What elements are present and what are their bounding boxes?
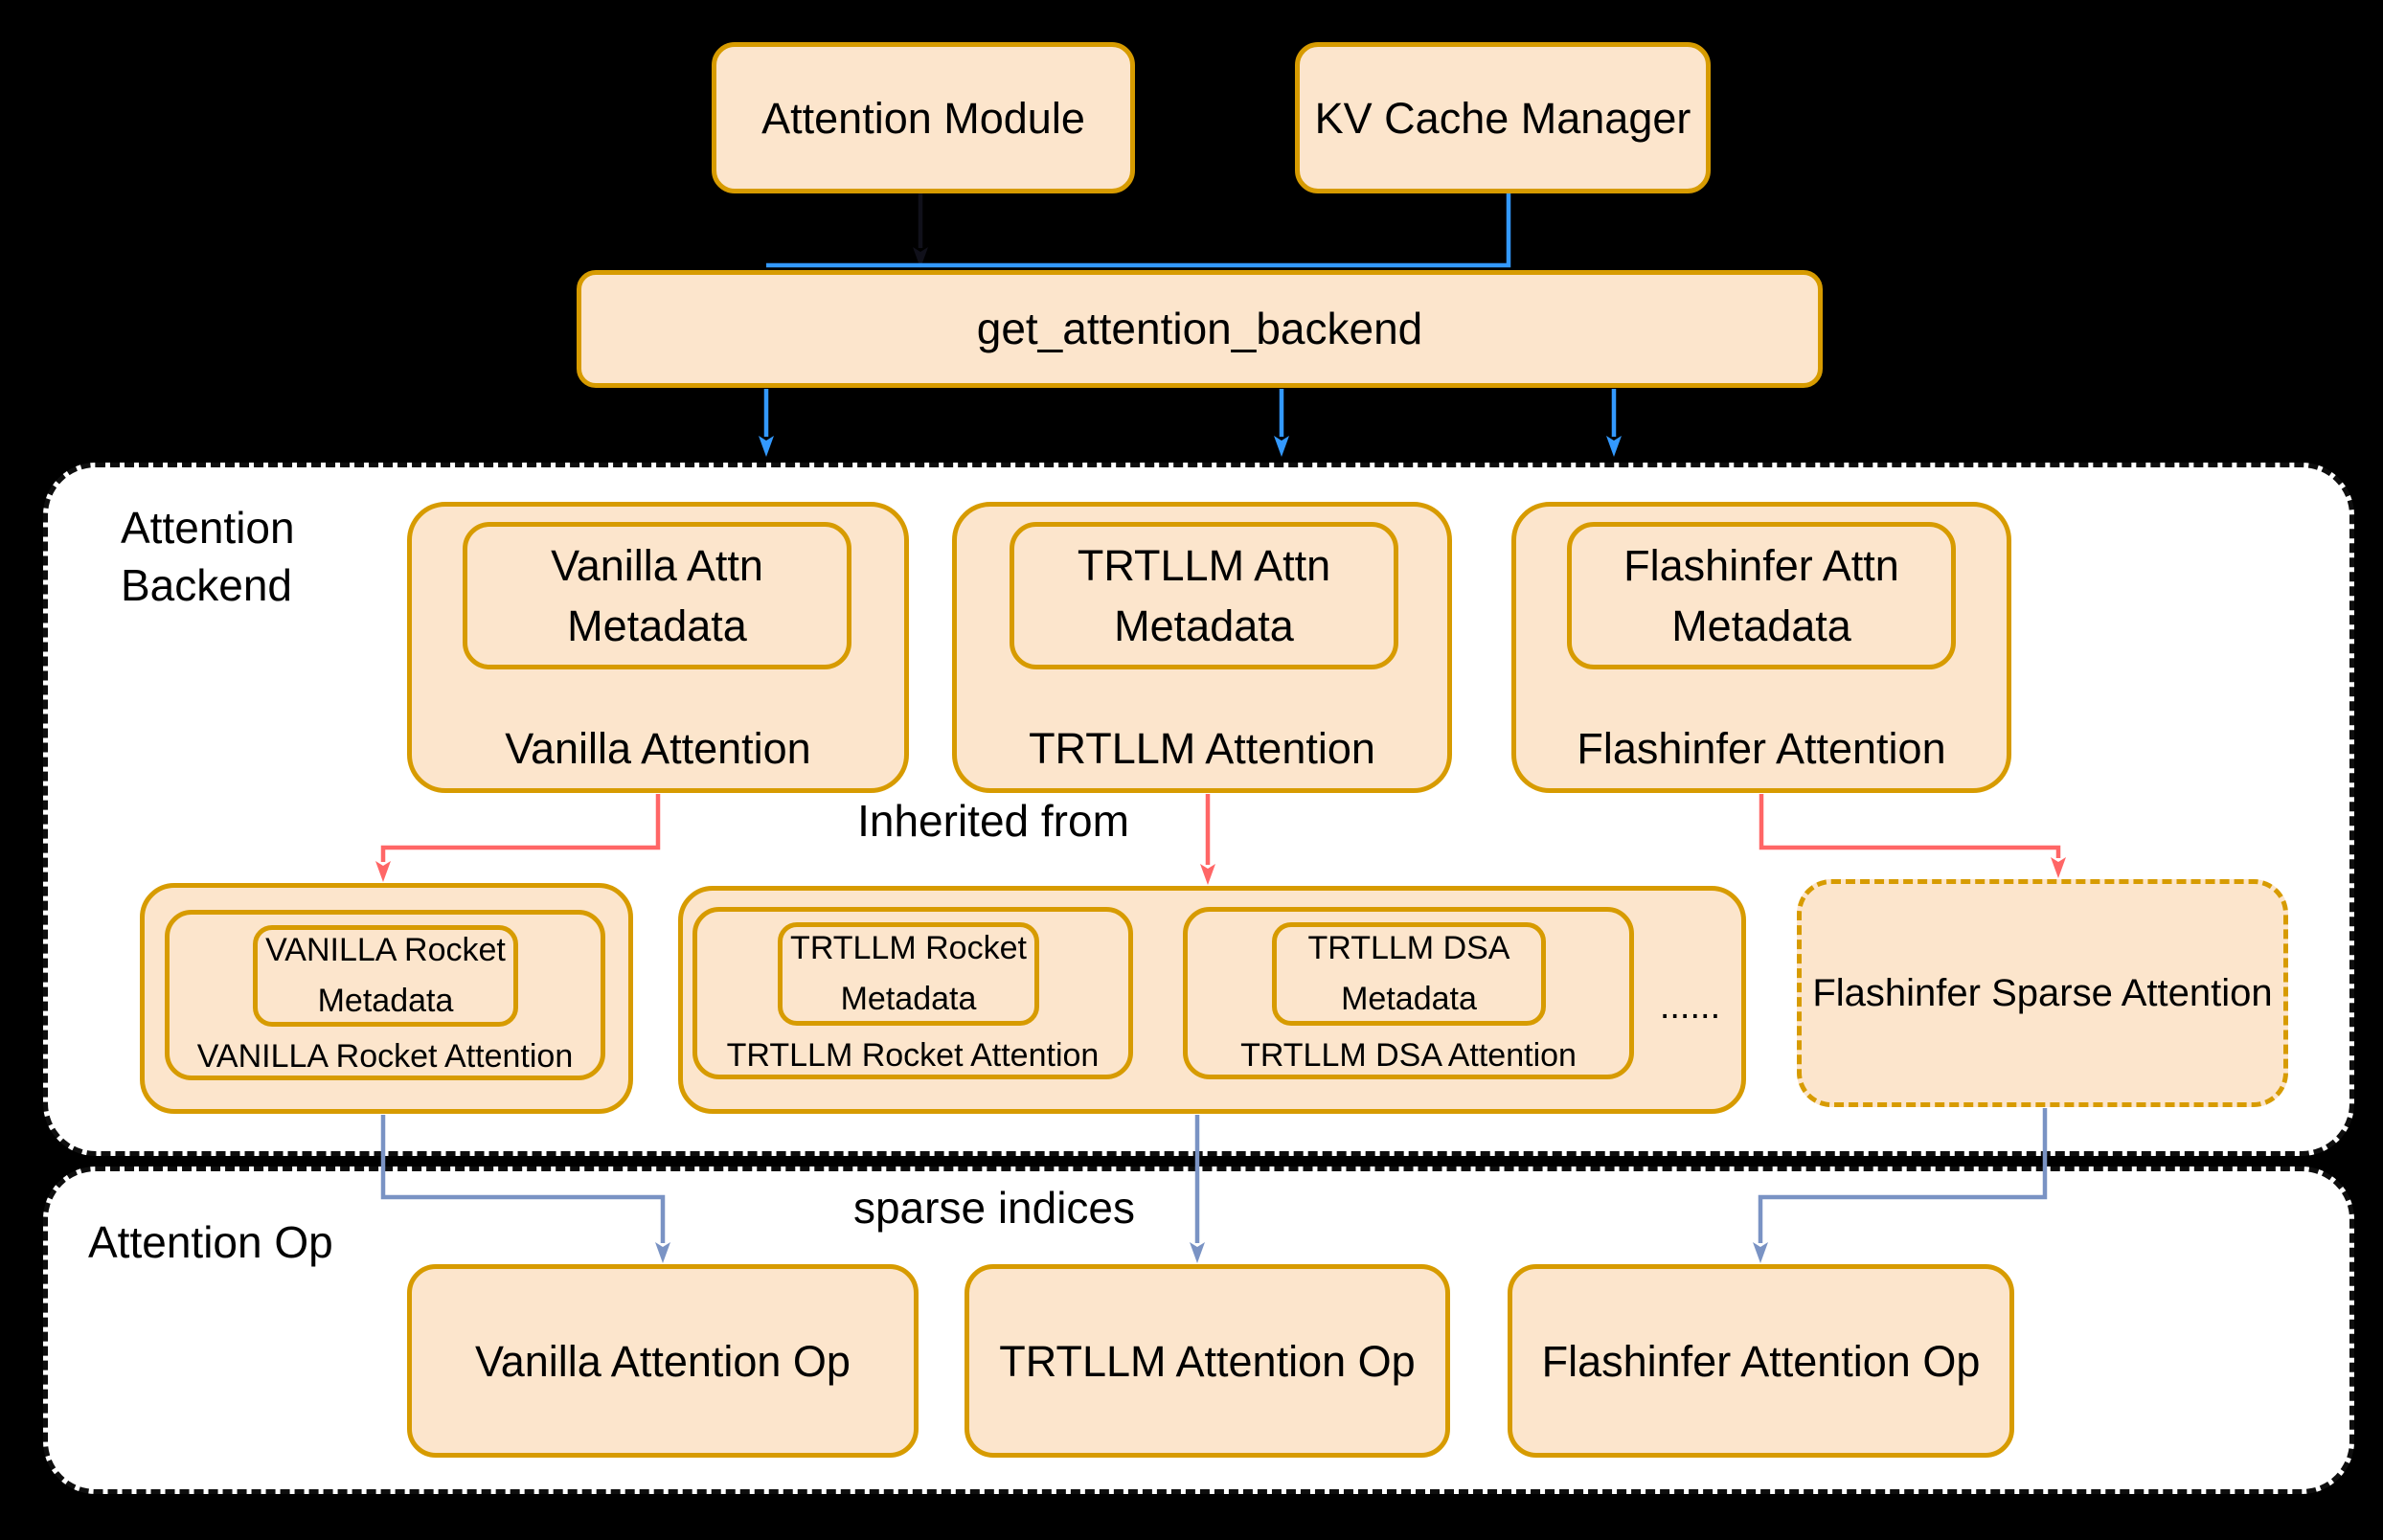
flashinfer-attention-op-node: Flashinfer Attention Op — [1508, 1264, 2014, 1458]
flashinfer-attn-metadata-node: Flashinfer Attn Metadata — [1567, 522, 1956, 669]
inherited-from-label: Inherited from — [857, 796, 1129, 846]
trtllm-rocket-attention-label: TRTLLM Rocket Attention — [726, 1037, 1100, 1074]
trtllm-dsa-metadata-node: TRTLLM DSA Metadata — [1272, 922, 1546, 1026]
trtllm-attn-metadata-label: TRTLLM Attn Metadata — [1077, 541, 1331, 650]
edge-kv-cache-to-get — [766, 193, 1511, 268]
vanilla-attention-label: Vanilla Attention — [505, 724, 811, 773]
attention-op-section-label: Attention Op — [88, 1217, 333, 1267]
sparse-indices-label: sparse indices — [852, 1183, 1136, 1233]
trtllm-attention-op-node: TRTLLM Attention Op — [965, 1264, 1450, 1458]
attention-module-label: Attention Module — [761, 93, 1085, 143]
trtllm-attention-op-label: TRTLLM Attention Op — [999, 1336, 1416, 1386]
edge-vanilla-inherit — [375, 794, 661, 882]
get-attention-backend-label: get_attention_backend — [976, 303, 1423, 353]
flashinfer-attn-metadata-label: Flashinfer Attn Metadata — [1623, 541, 1899, 650]
flashinfer-sparse-attention-label: Flashinfer Sparse Attention — [1812, 971, 2273, 1014]
more-backends-ellipsis: ...... — [1659, 986, 1721, 1027]
attention-module-node: Attention Module — [712, 42, 1135, 193]
trtllm-dsa-metadata-label: TRTLLM DSA Metadata — [1307, 930, 1510, 1017]
trtllm-attention-label: TRTLLM Attention — [1029, 724, 1375, 773]
trtllm-rocket-metadata-label: TRTLLM Rocket Metadata — [790, 930, 1027, 1017]
get-attention-backend-node: get_attention_backend — [577, 270, 1823, 388]
kv-cache-manager-label: KV Cache Manager — [1314, 93, 1691, 143]
vanilla-attn-metadata-node: Vanilla Attn Metadata — [463, 522, 851, 669]
vanilla-rocket-attention-label: VANILLA Rocket Attention — [196, 1038, 574, 1075]
flashinfer-sparse-attention-node: Flashinfer Sparse Attention — [1797, 879, 2288, 1107]
vanilla-rocket-metadata-node: VANILLA Rocket Metadata — [253, 925, 518, 1027]
attention-backend-section-label: Attention Backend — [121, 503, 295, 610]
vanilla-rocket-metadata-label: VANILLA Rocket Metadata — [265, 932, 506, 1019]
trtllm-attn-metadata-node: TRTLLM Attn Metadata — [1010, 522, 1398, 669]
kv-cache-manager-node: KV Cache Manager — [1295, 42, 1711, 193]
flashinfer-attention-op-label: Flashinfer Attention Op — [1541, 1336, 1981, 1386]
trtllm-rocket-metadata-node: TRTLLM Rocket Metadata — [778, 922, 1039, 1026]
vanilla-attn-metadata-label: Vanilla Attn Metadata — [551, 541, 763, 650]
edge-flashinfer-sparse-to-op — [1753, 1108, 2048, 1263]
edge-vanilla-rocket-to-op — [380, 1115, 670, 1263]
trtllm-dsa-attention-label: TRTLLM DSA Attention — [1240, 1037, 1577, 1074]
vanilla-attention-op-label: Vanilla Attention Op — [475, 1336, 851, 1386]
edge-flashinfer-inherit — [1759, 794, 2066, 878]
flashinfer-attention-label: Flashinfer Attention — [1577, 724, 1946, 773]
vanilla-attention-op-node: Vanilla Attention Op — [407, 1264, 919, 1458]
